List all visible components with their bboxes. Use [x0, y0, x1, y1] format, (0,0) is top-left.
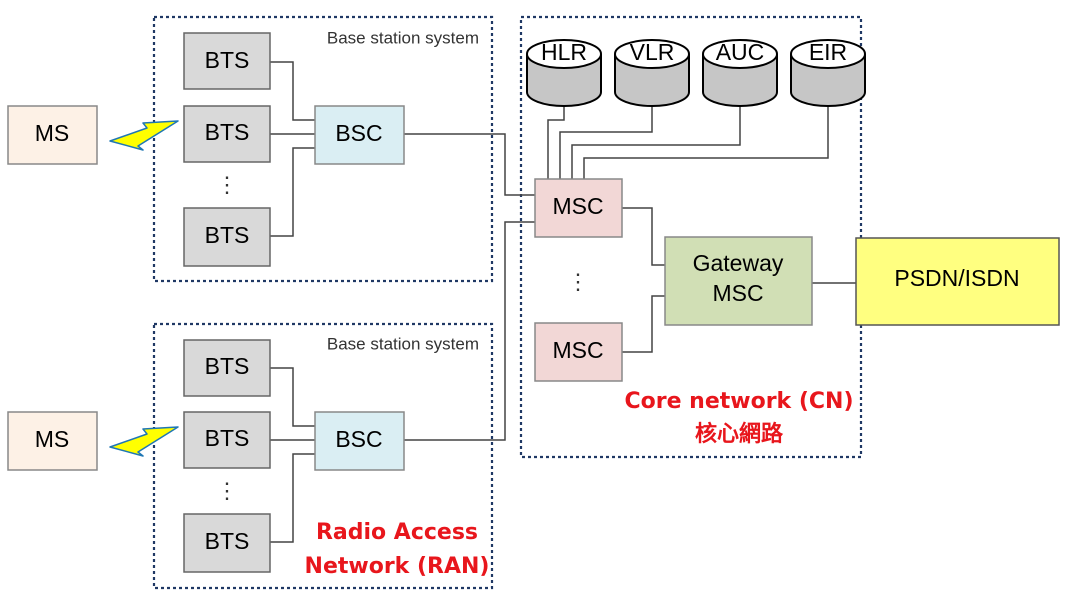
bts-node	[183, 513, 271, 573]
ms-node-bottom	[7, 411, 98, 471]
eir-label: EIR	[809, 39, 847, 65]
ellipsis-vertical: ⋮	[567, 269, 589, 294]
ms-top-label: MS	[35, 120, 70, 146]
ellipsis-vertical: ⋮	[216, 172, 238, 197]
bss-top-label: Base station system	[327, 28, 479, 47]
bss-bottom-group	[152, 322, 494, 590]
bss-bottom-label: Base station system	[327, 334, 479, 353]
eir-database-icon	[790, 39, 866, 107]
hlr-database-icon	[526, 39, 602, 107]
msc-node-bottom	[534, 322, 623, 382]
bts-node	[183, 207, 271, 267]
connection-lines	[270, 61, 856, 543]
bts-node	[183, 32, 271, 90]
bts-node	[183, 411, 271, 469]
bts-label: BTS	[205, 222, 250, 248]
gateway-msc-node	[664, 236, 813, 326]
bts-label: BTS	[205, 353, 250, 379]
bss-top-group	[152, 15, 494, 283]
psdn-isdn-label: PSDN/ISDN	[894, 265, 1019, 291]
msc-node-top	[534, 178, 623, 238]
ms-bottom-label: MS	[35, 426, 70, 452]
hlr-label: HLR	[541, 39, 587, 65]
bts-label: BTS	[205, 119, 250, 145]
ellipsis-vertical: ⋮	[216, 478, 238, 503]
auc-database-icon	[702, 39, 778, 107]
core-network-label-zh: 核心網路	[695, 421, 784, 447]
ran-label: Radio Access	[316, 520, 478, 545]
bts-node	[183, 105, 271, 163]
bts-label: BTS	[205, 528, 250, 554]
bts-label: BTS	[205, 425, 250, 451]
msc-top-label: MSC	[552, 193, 603, 219]
vlr-label: VLR	[630, 39, 675, 65]
vlr-database-icon	[614, 39, 690, 107]
psdn-isdn-node	[855, 237, 1060, 326]
bsc-top-label: BSC	[335, 120, 382, 146]
lightning-icon	[109, 426, 179, 457]
gateway-label-line2: MSC	[712, 280, 763, 306]
core-network-label: Core network (CN)	[624, 389, 853, 414]
core-network-group	[519, 15, 863, 459]
auc-label: AUC	[716, 39, 765, 65]
msc-bottom-label: MSC	[552, 337, 603, 363]
lightning-icon	[109, 120, 179, 151]
ms-node-top	[7, 105, 98, 165]
bsc-node-bottom	[314, 411, 405, 471]
bts-label: BTS	[205, 47, 250, 73]
bsc-bottom-label: BSC	[335, 426, 382, 452]
bsc-node-top	[314, 105, 405, 165]
bts-node	[183, 339, 271, 397]
gateway-label-line1: Gateway	[693, 250, 784, 276]
ran-label-line2: Network (RAN)	[305, 554, 490, 579]
